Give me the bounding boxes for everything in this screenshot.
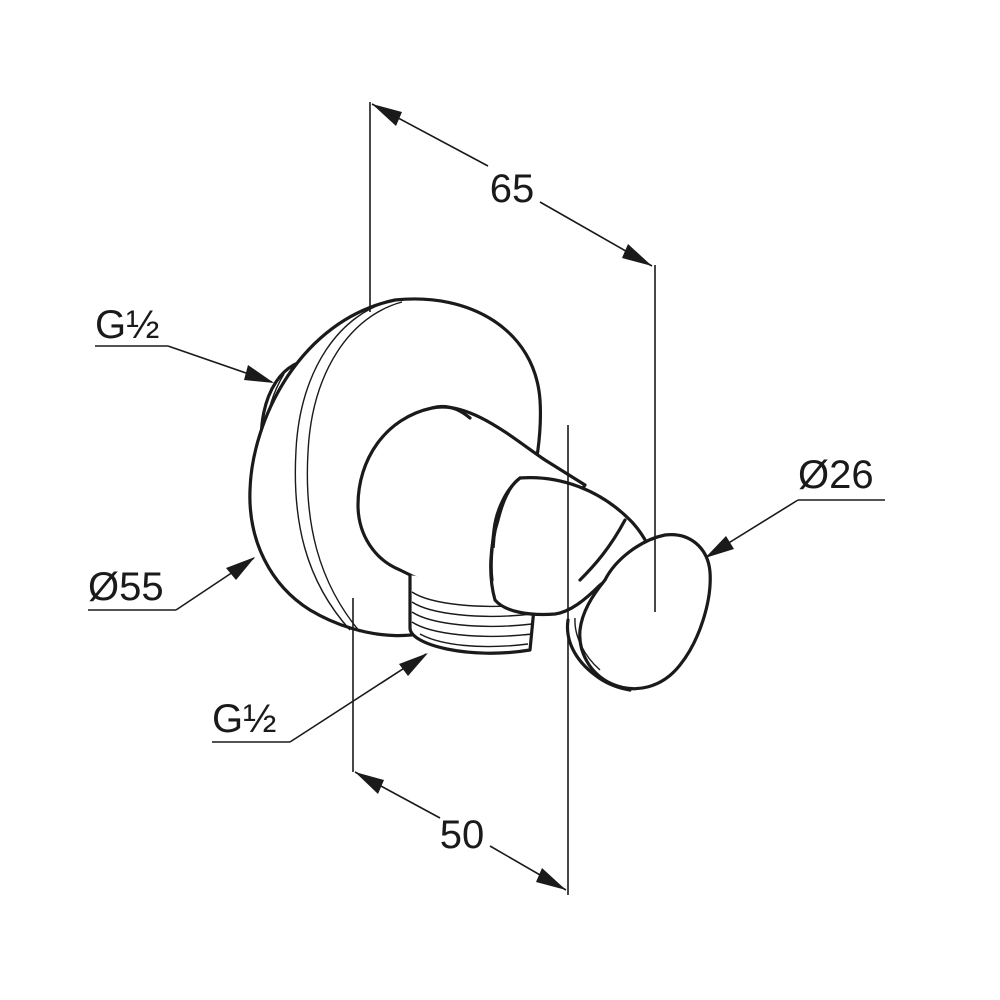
- arrow-head: [226, 557, 255, 580]
- leader-thread-top: G½: [95, 303, 274, 383]
- arrow-head: [536, 868, 566, 890]
- dimension-65: 65: [369, 102, 656, 612]
- label-thread-top: G½: [95, 303, 159, 347]
- front-cap: [565, 533, 712, 692]
- dimension-50: 50: [352, 425, 569, 895]
- label-rosette-diameter: Ø55: [88, 565, 164, 609]
- leader-thread-bottom: G½: [212, 653, 428, 743]
- arrow-head: [399, 653, 428, 676]
- leader-holder-diameter: Ø26: [705, 453, 885, 558]
- shower-holder: [489, 476, 652, 617]
- dimension-label-65: 65: [490, 167, 535, 211]
- part-outline: [248, 297, 712, 692]
- arrow-head: [622, 244, 652, 266]
- leader-rosette-diameter: Ø55: [88, 557, 255, 611]
- arrow-head: [355, 772, 384, 794]
- arrow-head: [372, 104, 402, 126]
- arrow-head: [244, 365, 274, 383]
- label-holder-diameter: Ø26: [798, 453, 874, 497]
- dimension-label-50: 50: [440, 813, 485, 857]
- arrow-head: [705, 536, 734, 558]
- label-thread-bottom: G½: [212, 697, 276, 741]
